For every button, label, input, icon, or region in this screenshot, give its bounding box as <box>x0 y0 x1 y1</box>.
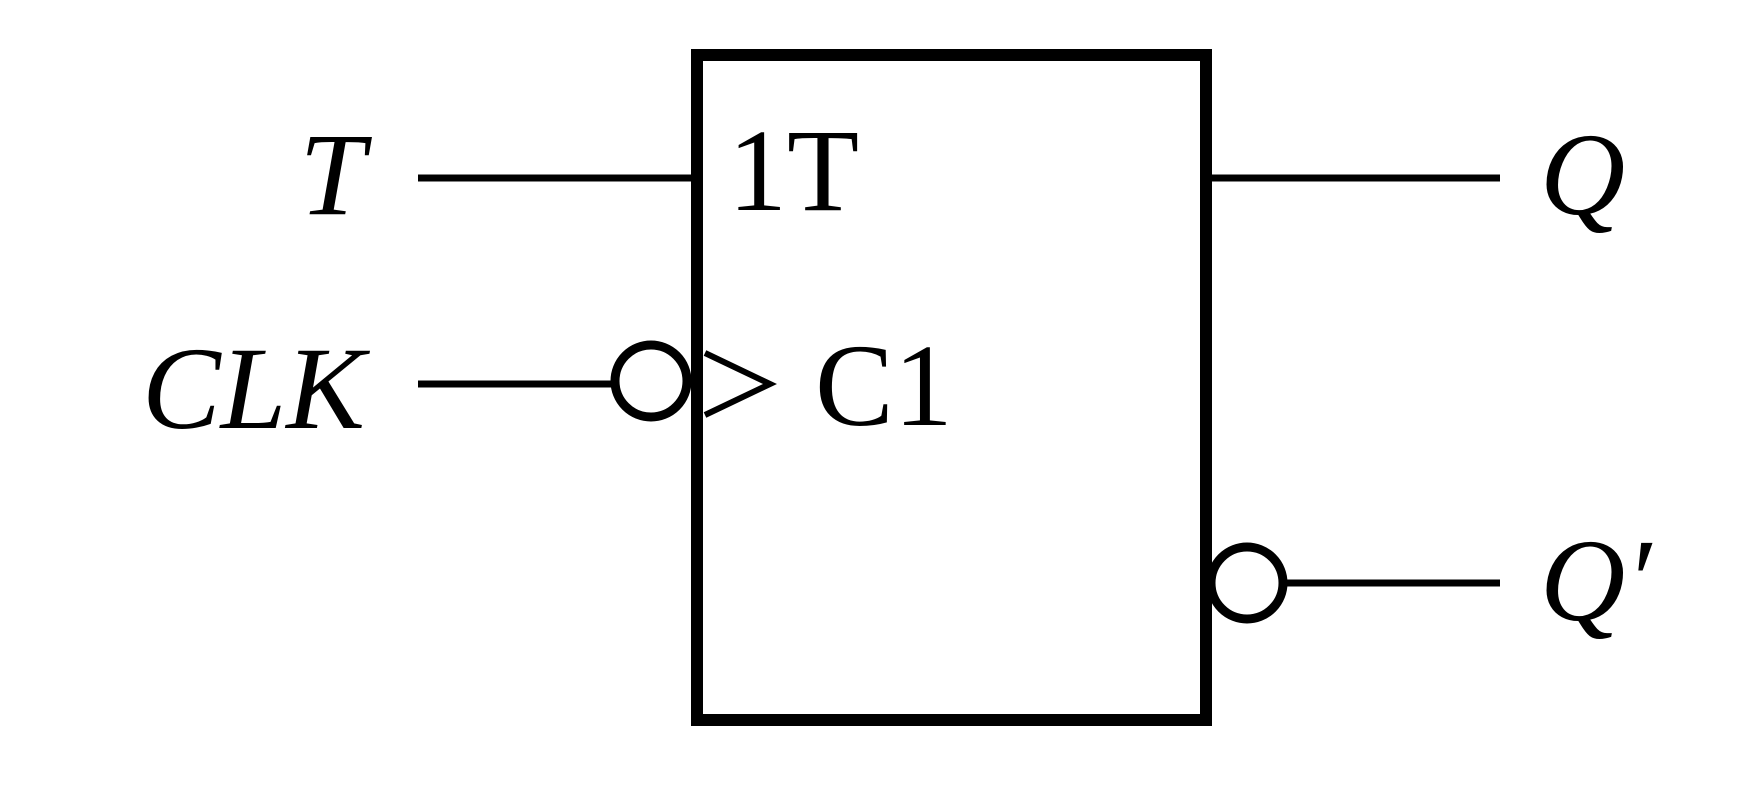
q-output-label: Q <box>1540 109 1625 240</box>
q-not-inversion-bubble <box>1206 542 1288 624</box>
flip-flop-block <box>691 49 1212 726</box>
clk-inversion-bubble <box>610 340 692 422</box>
clk-input-label: CLK <box>142 323 370 454</box>
clock-pin-label: C1 <box>815 320 953 451</box>
t-pin-label: 1T <box>728 105 859 236</box>
t-input-label: T <box>299 109 372 240</box>
clock-edge-triangle <box>703 350 777 418</box>
q-not-output-label: Q′ <box>1540 515 1653 646</box>
